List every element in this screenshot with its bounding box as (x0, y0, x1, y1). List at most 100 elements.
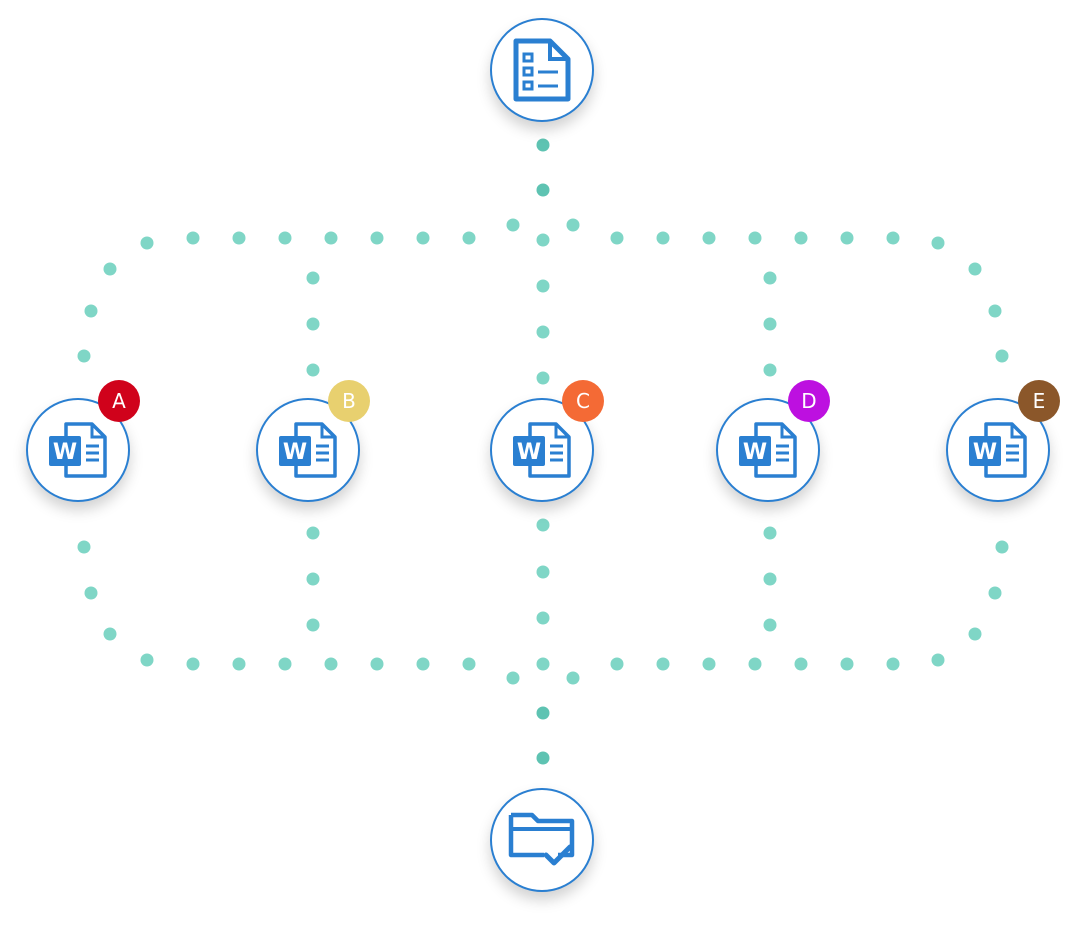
connector-dot (462, 657, 476, 671)
connector-dot (103, 627, 117, 641)
connector-dot (995, 540, 1009, 554)
connector-dot (306, 618, 320, 632)
document-node-b[interactable]: W (256, 398, 360, 502)
connector-dot (506, 218, 520, 232)
folder-check-icon (508, 812, 575, 866)
connector-dot (931, 653, 945, 667)
document-node-e[interactable]: W (946, 398, 1050, 502)
svg-text:W: W (517, 440, 541, 465)
connector-dot (794, 231, 808, 245)
connector-dot (610, 231, 624, 245)
document-badge-c: C (562, 380, 604, 422)
document-label: E (1032, 389, 1046, 413)
connector-dot (536, 371, 550, 385)
document-label: C (576, 389, 590, 413)
connector-dot (840, 657, 854, 671)
connector-dot (763, 317, 777, 331)
connector-dot (988, 586, 1002, 600)
connector-dot (988, 304, 1002, 318)
connector-dot (763, 363, 777, 377)
connector-dot (656, 231, 670, 245)
connector-dot (278, 231, 292, 245)
connector-dot (968, 627, 982, 641)
word-document-icon: W (513, 422, 571, 478)
connector-dot (536, 279, 550, 293)
document-badge-a: A (98, 380, 140, 422)
document-badge-b: B (328, 380, 370, 422)
document-node-d[interactable]: W (716, 398, 820, 502)
connector-dot (536, 233, 550, 247)
word-document-icon: W (49, 422, 107, 478)
top-node[interactable] (490, 18, 594, 122)
connector-dot (232, 657, 246, 671)
connector-dot (840, 231, 854, 245)
svg-text:W: W (53, 440, 77, 465)
connector-dot (306, 572, 320, 586)
connector-dot (536, 706, 550, 720)
document-label: D (801, 389, 817, 413)
document-node-c[interactable]: W (490, 398, 594, 502)
connector-dot (324, 231, 338, 245)
connector-dot (702, 657, 716, 671)
connector-dot (566, 671, 580, 685)
document-badge-e: E (1018, 380, 1060, 422)
connector-dot (140, 653, 154, 667)
connector-dot (536, 183, 550, 197)
connector-dot (763, 572, 777, 586)
svg-text:W: W (283, 440, 307, 465)
connector-dot (84, 586, 98, 600)
connector-dot (610, 657, 624, 671)
connector-dot (306, 271, 320, 285)
connector-dot (566, 218, 580, 232)
connector-dot (370, 657, 384, 671)
connector-dot (536, 518, 550, 532)
connector-dot (416, 231, 430, 245)
connector-dot (140, 236, 154, 250)
connector-dot (278, 657, 292, 671)
connector-dot (536, 751, 550, 765)
connector-dot (186, 231, 200, 245)
connector-dot (536, 657, 550, 671)
connector-dot (536, 138, 550, 152)
connector-dot (103, 262, 117, 276)
connector-dot (77, 349, 91, 363)
connector-dot (84, 304, 98, 318)
connector-dot (748, 657, 762, 671)
connector-dot (186, 657, 200, 671)
document-badge-d: D (788, 380, 830, 422)
connector-dot (763, 271, 777, 285)
connector-dot (886, 657, 900, 671)
connector-dot (763, 526, 777, 540)
connector-dot (536, 611, 550, 625)
connector-dot (232, 231, 246, 245)
bottom-node[interactable] (490, 788, 594, 892)
word-document-icon: W (969, 422, 1027, 478)
connector-dot (506, 671, 520, 685)
connector-dot (702, 231, 716, 245)
connector-dot (763, 618, 777, 632)
connector-dot (536, 565, 550, 579)
connector-dot (370, 231, 384, 245)
connector-dot (462, 231, 476, 245)
connector-dot (77, 540, 91, 554)
connector-dot (886, 231, 900, 245)
document-label: A (112, 389, 126, 413)
connector-dot (324, 657, 338, 671)
connector-dot (794, 657, 808, 671)
word-document-icon: W (279, 422, 337, 478)
connector-dot (995, 349, 1009, 363)
connector-dot (306, 317, 320, 331)
checklist-document-icon (513, 38, 571, 102)
connector-dot (931, 236, 945, 250)
connector-dot (748, 231, 762, 245)
connector-dot (968, 262, 982, 276)
svg-text:W: W (743, 440, 767, 465)
connector-dot (306, 526, 320, 540)
svg-text:W: W (973, 440, 997, 465)
word-document-icon: W (739, 422, 797, 478)
connector-dot (536, 325, 550, 339)
connector-dot (656, 657, 670, 671)
connector-dot (416, 657, 430, 671)
